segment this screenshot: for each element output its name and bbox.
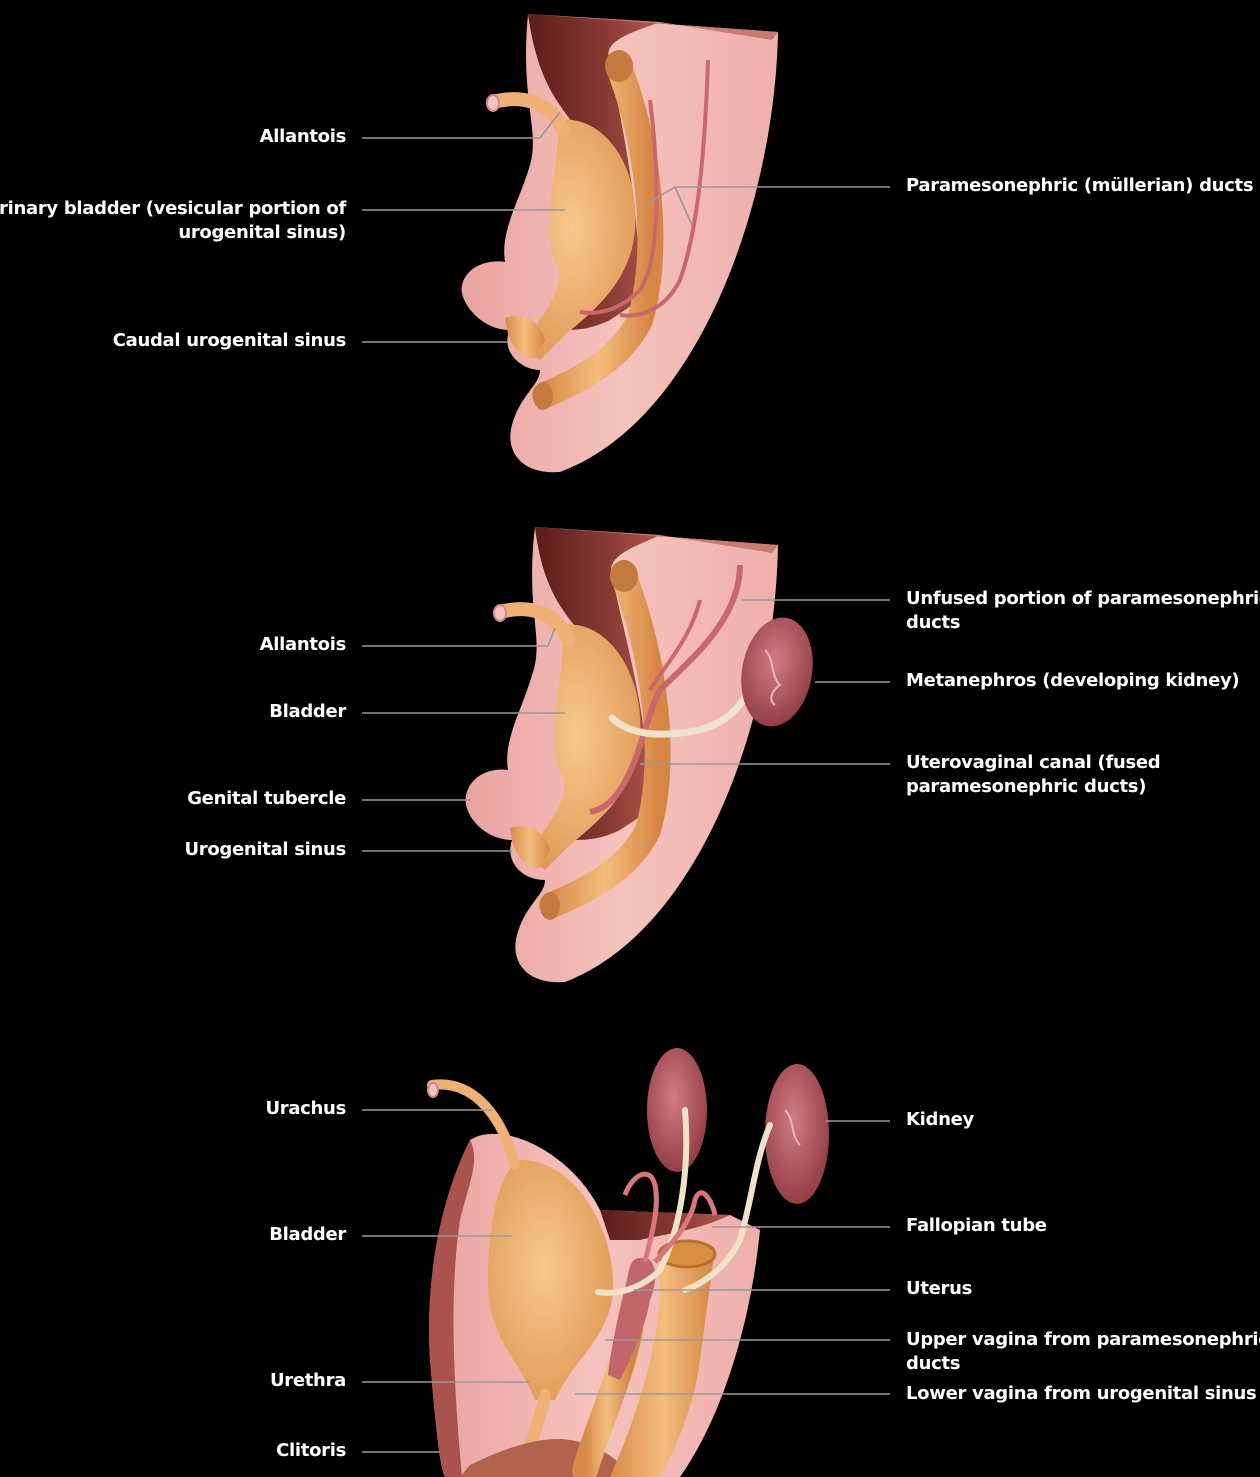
label-bladder-3: Bladder (269, 1223, 346, 1247)
label-metanephros: Metanephros (developing kidney) (906, 669, 1239, 693)
label-fallopian-tube: Fallopian tube (906, 1214, 1047, 1238)
panel-1-illustration (462, 14, 778, 472)
label-urogenital-sinus: Urogenital sinus (184, 838, 346, 862)
label-kidney: Kidney (906, 1108, 974, 1132)
kidney-left (647, 1048, 707, 1172)
label-upper-vagina-line2: ducts (906, 1352, 960, 1376)
label-uterovaginal-canal-line2: paramesonephric ducts) (906, 775, 1146, 799)
label-uterovaginal-canal-line1: Uterovaginal canal (fused (906, 751, 1160, 775)
label-urinary-bladder-line1: Urinary bladder (vesicular portion of (0, 197, 346, 221)
label-genital-tubercle: Genital tubercle (187, 787, 346, 811)
label-caudal-urogenital-sinus: Caudal urogenital sinus (113, 329, 346, 353)
label-urethra: Urethra (270, 1369, 346, 1393)
kidney-right (765, 1064, 829, 1204)
label-urinary-bladder-line2: urogenital sinus) (178, 221, 346, 245)
label-clitoris: Clitoris (276, 1439, 346, 1463)
label-paramesonephric-ducts: Paramesonephric (müllerian) ducts (906, 174, 1253, 198)
label-uterus: Uterus (906, 1277, 972, 1301)
label-lower-vagina: Lower vagina from urogenital sinus (906, 1382, 1256, 1406)
panel-3-illustration (428, 1048, 829, 1477)
label-upper-vagina-line1: Upper vagina from paramesonephric (906, 1328, 1260, 1352)
label-allantois-1: Allantois (260, 125, 346, 149)
panel-2-illustration (466, 527, 821, 982)
label-urachus: Urachus (265, 1097, 346, 1121)
label-unfused-portion-line2: ducts (906, 611, 960, 635)
label-allantois-2: Allantois (260, 633, 346, 657)
label-bladder-2: Bladder (269, 700, 346, 724)
label-unfused-portion-line1: Unfused portion of paramesonephric (906, 587, 1260, 611)
